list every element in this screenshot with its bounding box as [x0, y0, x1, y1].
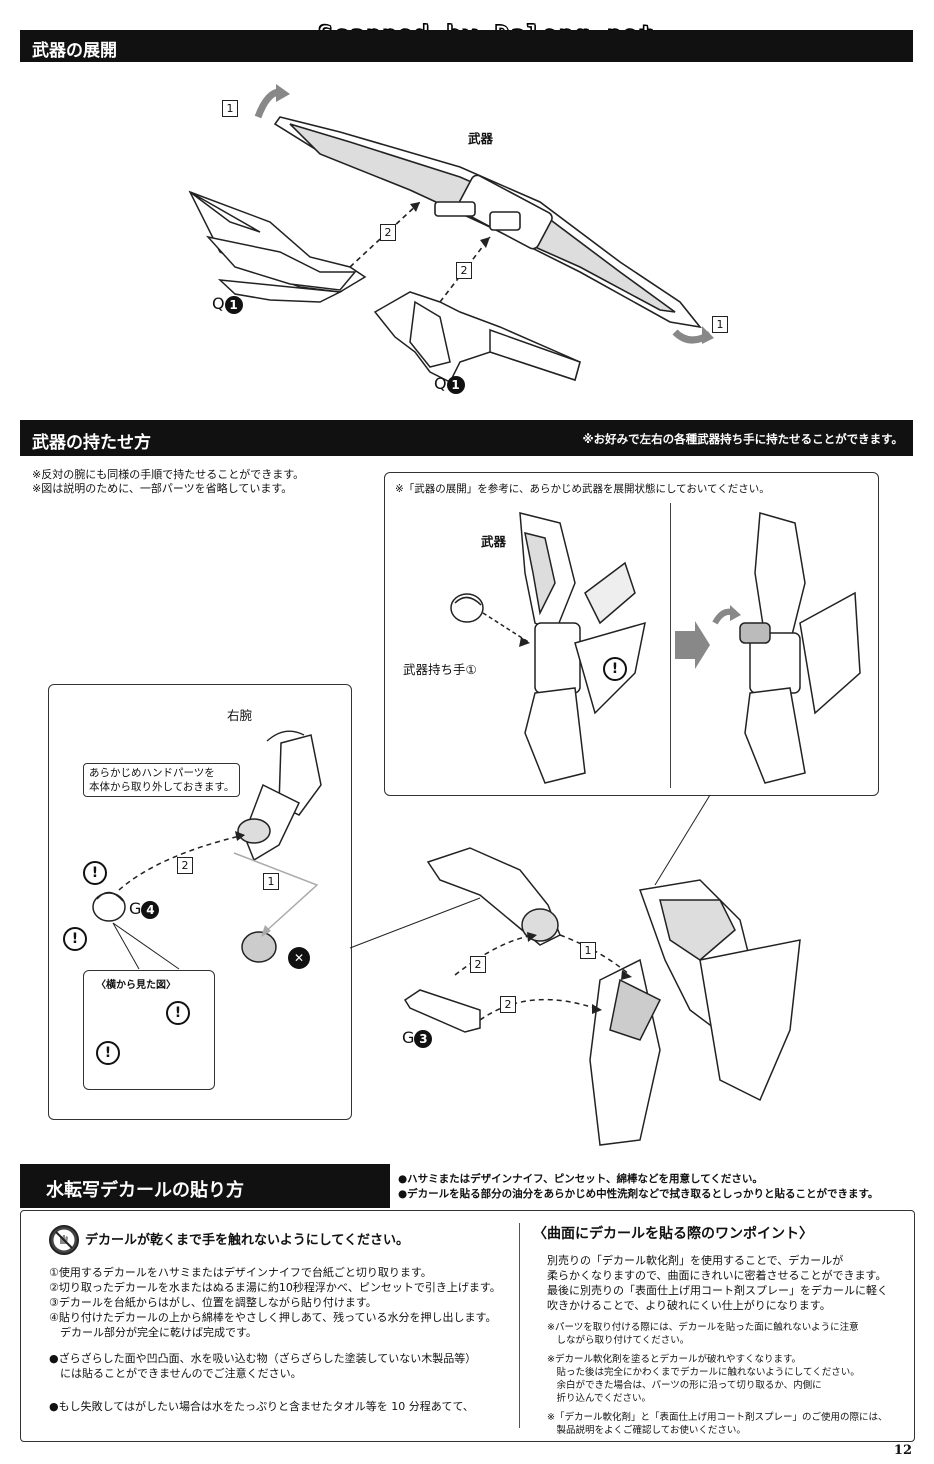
decal-warning-text: デカールが乾くまで手を触れないようにしてください。 — [85, 1233, 409, 1248]
page-number: 12 — [893, 1443, 912, 1458]
part-number-badge: 1 — [224, 295, 243, 314]
left-blade-part — [188, 190, 367, 303]
part-number-badge: 1 — [446, 375, 465, 394]
tip-note-2: ※デカール軟化剤を塗るとデカールが破れやすくなります。 貼った後は完全にかわくま… — [547, 1353, 903, 1405]
warning-icon: ! — [603, 657, 627, 681]
section-header-weapon-hold: 武器の持たせ方 ※お好みで左右の各種武器持ち手に持たせることができます。 — [20, 420, 913, 456]
inset-divider — [670, 503, 671, 788]
note-line: 余白ができた場合は、パーツの形に沿って切り取るか、内側に — [547, 1380, 822, 1391]
note-line: しながら取り付けてください。 — [547, 1335, 690, 1346]
note-line: ※デカール軟化剤を塗るとデカールが破れやすくなります。 — [547, 1354, 802, 1365]
warning-icon: ! — [166, 1001, 190, 1025]
step-marker-1-top: 1 — [222, 100, 238, 117]
section-title: 水転写デカールの貼り方 — [46, 1180, 244, 1201]
callout-line: 本体から取り外しておきます。 — [89, 781, 235, 793]
bullet-line: ●デカールを貼る部分の油分をあらかじめ中性洗剤などで拭き取るとしっかりと貼ること… — [398, 1188, 879, 1200]
weapon-deploy-illustration — [188, 84, 714, 384]
note-line: 折り込んでください。 — [547, 1393, 652, 1404]
decal-header-bullets: ●ハサミまたはデザインナイフ、ピンセット、綿棒などを用意してください。 ●デカー… — [398, 1172, 878, 1202]
preparation-inset-panel: ※「武器の展開」を参考に、あらかじめ武器を展開状態にしておいてください。 武器 … — [384, 472, 879, 796]
note-line: ※「デカール軟化剤」と「表面仕上げ用コート剤スプレー」のご使用の際には、 — [547, 1412, 888, 1423]
step-line: ③デカールを台紙からはがし、位置を調整しながら貼り付けます。 — [49, 1296, 377, 1309]
tip-line: 吹きかけることで、より破れにくい仕上がりになります。 — [547, 1299, 831, 1312]
step-marker-2-right: 2 — [456, 262, 472, 279]
part-number-badge: 3 — [414, 1029, 433, 1048]
step-marker-2: 2 — [177, 857, 193, 874]
tip-line: 最後に別売りの「表面仕上げ用コート剤スプレー」をデカールに軽く — [547, 1284, 888, 1297]
remove-cross-icon: ✕ — [288, 947, 310, 969]
step-marker-1: 1 — [263, 873, 279, 890]
inset-weapon-label: 武器 — [481, 534, 507, 549]
right-arm-panel: 右腕 あらかじめハンドパーツを 本体から取り外しておきます。 2 1 ! ! G — [48, 684, 352, 1120]
section-title: 武器の持たせ方 — [32, 433, 151, 453]
step-line: デカール部分が完全に乾けば完成です。 — [49, 1326, 257, 1339]
callout-line: あらかじめハンドパーツを — [89, 767, 215, 779]
decal-bullet-2: ●もし失敗してはがしたい場合は水をたっぷりと含ませたタオル等を 10 分程あてて… — [49, 1399, 474, 1414]
step-line: ②切り取ったデカールを水またはぬるま湯に約10秒程浮かべ、ピンセットで引き上げま… — [49, 1281, 501, 1294]
section-header-decal: 水転写デカールの貼り方 — [20, 1164, 390, 1208]
note-line: ※図は説明のために、一部パーツを省略しています。 — [32, 482, 293, 495]
no-touch-glyph — [53, 1229, 75, 1251]
part-letter: G — [402, 1028, 415, 1047]
tip-line: 柔らかくなりますので、曲面にきれいに密着させることができます。 — [547, 1269, 887, 1282]
note-line: 製品説明をよくご確認してお使いください。 — [547, 1425, 746, 1436]
bullet-line: ●ざらざらした面や凹凸面、水を吸い込む物（ざらざらした塗装していない木製品等） — [49, 1352, 477, 1365]
step-line: ④貼り付けたデカールの上から綿棒をやさしく押しあて、残っている水分を押し出します… — [49, 1311, 497, 1324]
warning-icon: ! — [96, 1041, 120, 1065]
tip-paragraph: 別売りの「デカール軟化剤」を使用することで、デカールが 柔らかくなりますので、曲… — [547, 1253, 903, 1313]
side-view-panel: 〈横から見た図〉 ! ! — [83, 970, 215, 1090]
right-arm-label: 右腕 — [227, 708, 253, 723]
step-marker-2-left: 2 — [380, 224, 396, 241]
right-arm-illustration — [92, 730, 322, 1080]
part-letter: Q — [434, 374, 447, 393]
part-number-badge: 4 — [141, 900, 160, 919]
tip-line: 別売りの「デカール軟化剤」を使用することで、デカールが — [547, 1254, 844, 1267]
step-line: ①使用するデカールをハサミまたはデザインナイフで台紙ごと切り取ります。 — [49, 1266, 432, 1279]
part-letter: G — [129, 899, 142, 918]
note-line: ※反対の腕にも同様の手順で持たせることができます。 — [32, 468, 305, 481]
weapon-label: 武器 — [468, 131, 494, 146]
section-header-weapon-deploy: 武器の展開 — [20, 30, 913, 62]
decal-tip-column: 〈曲面にデカールを貼る際のワンポイント〉 別売りの「デカール軟化剤」を使用するこ… — [533, 1223, 903, 1437]
bullet-line: ●もし失敗してはがしたい場合は水をたっぷりと含ませたタオル等を 10 分程あてて… — [49, 1400, 474, 1413]
step-marker-2-upper: 2 — [470, 956, 486, 973]
step-marker-1-right: 1 — [580, 942, 596, 959]
step-marker-1-bottom: 1 — [712, 316, 728, 333]
note-line: ※パーツを取り付ける際には、デカールを貼った面に触れないように注意 — [547, 1322, 859, 1333]
side-view-title: 〈横から見た図〉 — [96, 980, 176, 991]
hand-removal-callout: あらかじめハンドパーツを 本体から取り外しておきます。 — [83, 763, 241, 797]
decal-bullet-1: ●ざらざらした面や凹凸面、水を吸い込む物（ざらざらした塗装していない木製品等） … — [49, 1351, 476, 1381]
warning-icon: ! — [63, 927, 87, 951]
bullet-line: ●ハサミまたはデザインナイフ、ピンセット、綿棒などを用意してください。 — [398, 1173, 763, 1185]
section-title: 武器の展開 — [32, 41, 117, 61]
step-marker-2-lower: 2 — [500, 996, 516, 1013]
tip-title: 〈曲面にデカールを貼る際のワンポイント〉 — [533, 1226, 813, 1242]
inset-note: ※「武器の展開」を参考に、あらかじめ武器を展開状態にしておいてください。 — [395, 483, 770, 495]
tip-note-1: ※パーツを取り付ける際には、デカールを貼った面に触れないように注意 しながら取り… — [547, 1321, 903, 1347]
warning-icon: ! — [83, 861, 107, 885]
section-header-note: ※お好みで左右の各種武器持ち手に持たせることができます。 — [582, 432, 903, 446]
tip-note-3: ※「デカール軟化剤」と「表面仕上げ用コート剤スプレー」のご使用の際には、 製品説… — [547, 1411, 903, 1437]
decal-steps: ①使用するデカールをハサミまたはデザインナイフで台紙ごと切り取ります。 ②切り取… — [49, 1265, 501, 1340]
decal-instructions-panel: デカールが乾くまで手を触れないようにしてください。 ①使用するデカールをハサミま… — [20, 1210, 915, 1442]
bullet-line: には貼ることができませんのでご注意ください。 — [49, 1367, 302, 1380]
inset-hand-label: 武器持ち手① — [403, 662, 477, 677]
hold-notes: ※反対の腕にも同様の手順で持たせることができます。 ※図は説明のために、一部パー… — [32, 468, 304, 496]
part-letter: Q — [212, 294, 225, 313]
no-touch-icon — [49, 1225, 79, 1255]
panel-divider — [519, 1223, 520, 1428]
right-blade-part — [373, 291, 581, 384]
note-line: 貼った後は完全にかわくまでデカールに触れないようにしてください。 — [547, 1367, 860, 1378]
